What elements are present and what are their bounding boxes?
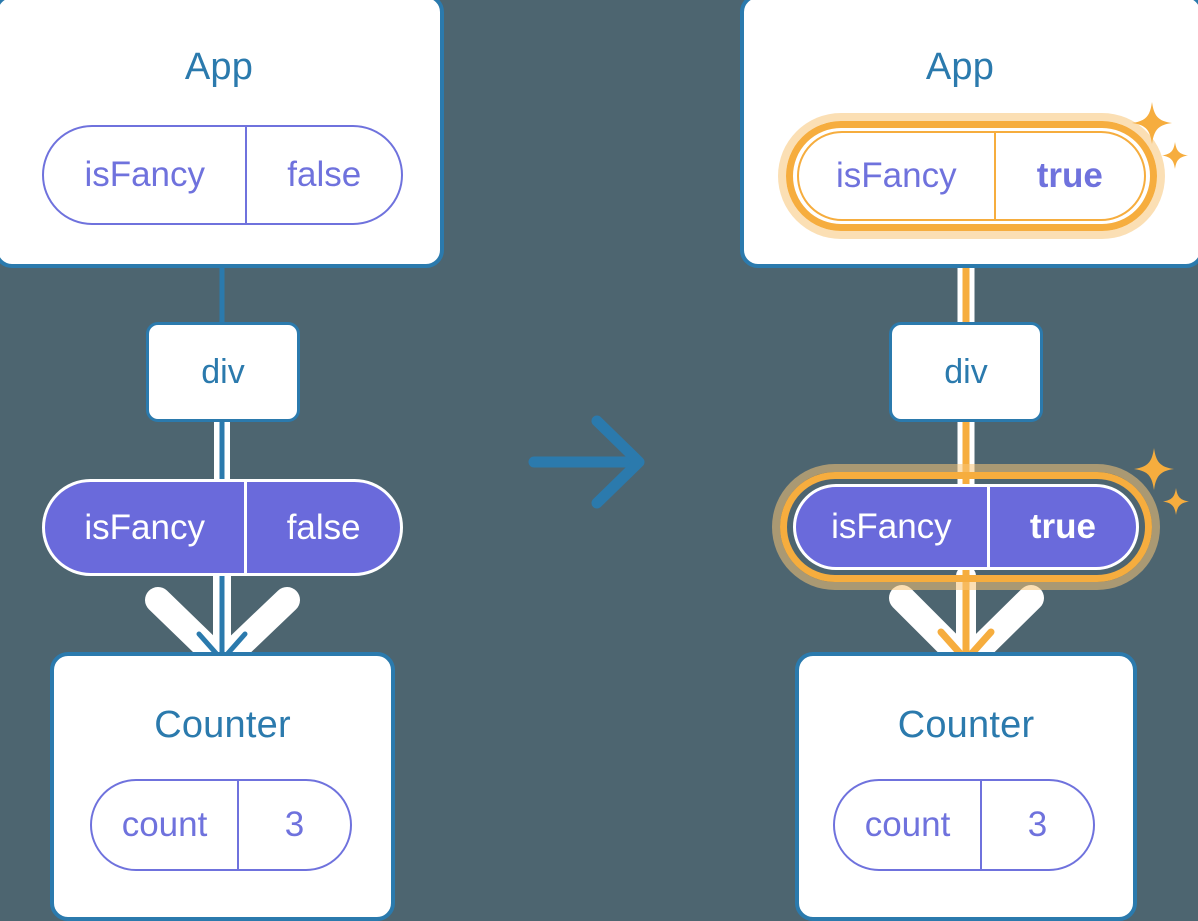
after-prop-key: isFancy (796, 487, 990, 567)
sparkle-large-icon (1132, 102, 1172, 144)
before-app-state-value: false (287, 155, 362, 194)
after-prop-pill[interactable]: isFancy true (793, 484, 1139, 570)
before-prop-key: isFancy (45, 482, 248, 573)
after-app-state-pill[interactable]: isFancy true (797, 131, 1146, 221)
after-counter-state-value: 3 (1027, 805, 1048, 844)
after-app-state-key: isFancy (799, 133, 996, 219)
after-div-label: div (944, 352, 988, 391)
before-prop-value: false (286, 507, 361, 547)
after-counter-state-key: count (835, 781, 983, 869)
transition-arrow-icon (528, 415, 645, 509)
after-div-box[interactable]: div (889, 322, 1043, 422)
after-app-state-value: true (1036, 156, 1103, 195)
sparkle-small-icon (1162, 142, 1188, 169)
after-app-sparkles (1132, 102, 1188, 169)
before-counter-state-key: count (92, 781, 240, 869)
before-prop-pill[interactable]: isFancy false (42, 479, 403, 576)
before-app-state-pill[interactable]: isFancy false (42, 125, 403, 225)
after-counter-state-pill[interactable]: count 3 (833, 779, 1095, 871)
before-counter-state-pill[interactable]: count 3 (90, 779, 352, 871)
after-prop-value: true (1029, 507, 1096, 546)
before-counter-title: Counter (154, 704, 291, 746)
before-app-title: App (184, 46, 254, 88)
after-counter-title: Counter (897, 704, 1035, 746)
sparkle-small-icon (1163, 488, 1189, 515)
before-div-box[interactable]: div (146, 322, 300, 422)
after-prop-sparkles (1134, 448, 1189, 515)
before-div-label: div (201, 352, 245, 391)
sparkle-large-icon (1134, 448, 1174, 490)
before-counter-state-value: 3 (284, 805, 305, 844)
after-app-title: App (925, 46, 995, 88)
before-app-state-key: isFancy (44, 127, 248, 223)
